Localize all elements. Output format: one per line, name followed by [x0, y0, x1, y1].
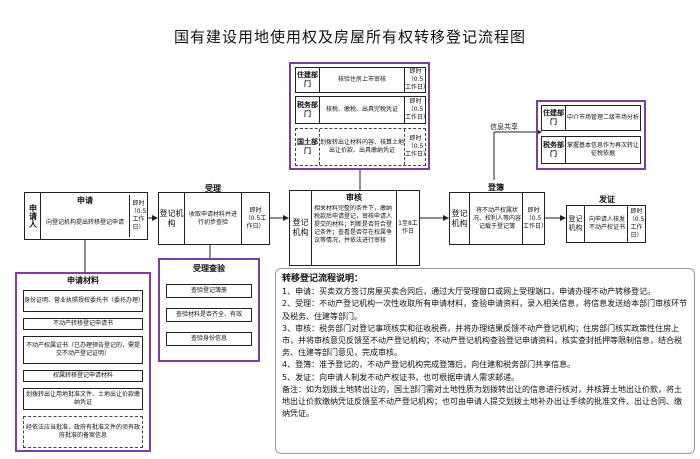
accept-time: 即时（0.5工作日）: [241, 193, 269, 244]
applicant-time: 即时（0.5工作日）: [129, 195, 147, 237]
check-item: 查验登记簿册: [166, 284, 252, 298]
dept-tax-time: 即时（0.5工作日）: [404, 97, 430, 123]
process-notes: 转移登记流程说明： 1、申请：买卖双方签订房屋买卖合同后，通过大厅受理窗口或网上…: [275, 268, 695, 454]
material-item: 不动产转移登记申请书: [23, 318, 143, 330]
share-housing-name: 住建部门: [542, 106, 566, 130]
check-item: 查验身份信息: [166, 332, 252, 346]
departments-panel: 住建部门 核验住房上市审核 即时（0.5工作日） 税务部门 核税、缴税、出具完税…: [289, 62, 430, 170]
notes-line: 3、审核：税务部门对登记事项核实和征收税费，并将办理结果反馈不动产登记机构；住房…: [282, 323, 682, 358]
register-step: 登簿: [488, 183, 504, 192]
check-item: 查验材料是否齐全、有效: [166, 308, 252, 322]
dept-housing: 住建部门 核验住房上市审核 即时（0.5工作日）: [295, 67, 430, 93]
share-housing: 住建部门 中介市场管理二级市场分析: [541, 105, 641, 131]
share-label: 信息共享: [490, 123, 518, 131]
applicant-box: 申请人 申请 向登记机构提出转移登记申请 即时（0.5工作日）: [24, 192, 148, 240]
materials-panel: 申请材料 身份证明、营业执照授权委托书（委托办理） 不动产转移登记申请书 不动产…: [15, 272, 151, 452]
applicant-step: 申请: [77, 196, 93, 205]
notes-line: 4、登簿：准予登记的，不动产登记机构完成登簿后，向住建和税务部门共享信息。: [282, 360, 576, 370]
share-housing-task: 中介市场管理二级市场分析: [566, 114, 639, 121]
check-panel: 受理查验 查验登记簿册 查验材料是否齐全、有效 查验身份信息: [158, 258, 260, 362]
dept-tax-name: 税务部门: [296, 97, 320, 123]
issue-step: 发证: [599, 195, 615, 204]
share-tax-name: 税务部门: [542, 137, 566, 163]
dept-housing-name: 住建部门: [296, 68, 320, 92]
register-org: 登记机构: [450, 193, 470, 244]
accept-org: 登记机构: [159, 193, 185, 244]
material-item: 经依法应当批准，政府有批准文件的须有政府批准的备案信息: [23, 416, 143, 448]
applicant-desc: 向登记机构提出转移登记申请: [45, 219, 124, 226]
check-title: 受理查验: [193, 264, 225, 273]
applicant-label: 申请人: [25, 193, 41, 239]
issue-desc: 向申请人核发不动产权证书: [588, 216, 625, 231]
issue-org: 登记机构: [567, 206, 585, 242]
register-box: 登记机构 登簿 将不动产权属状况、权利人等内容记载于登记簿 即时（0.5工作日）: [449, 183, 547, 245]
review-step: 审核: [346, 193, 362, 202]
dept-tax: 税务部门 核税、缴税、出具完税凭证 即时（0.5工作日）: [295, 96, 430, 124]
notes-line: 备注：如为划拨土地转出让的，国土部门需对土地性质为划拨转出让的信息进行核对，并核…: [282, 384, 682, 419]
accept-box: 登记机构 受理 收取申请材料并进行初步查验 即时（0.5工作日）: [158, 184, 270, 245]
accept-desc: 收取申请材料并进行初步查验: [188, 211, 237, 226]
materials-title: 申请材料: [67, 276, 99, 285]
page-title: 国有建设用地使用权及房屋所有权转移登记流程图: [173, 28, 526, 46]
notes-heading: 转移登记流程说明：: [282, 274, 364, 284]
dept-tax-task: 核税、缴税、出具完税凭证: [325, 106, 398, 113]
register-time: 即时（0.5工作日）: [522, 193, 547, 244]
share-tax: 税务部门 掌握基本信息作为再次转让征税依据: [541, 136, 641, 164]
dept-land-time: 即时（0.5工作日）: [404, 129, 429, 165]
review-time: 1至8工作日: [396, 191, 419, 265]
dept-land: 国土部门 划拨转出让材料内容、核算土地出让价款、出具缴纳凭证 即时（0.5工作日…: [295, 128, 429, 166]
notes-line: 1、申请：买卖双方签订房屋买卖合同后，通过大厅受理窗口或网上受理端口，申请办理不…: [282, 287, 656, 297]
dept-housing-task: 核验住房上市审核: [337, 76, 386, 83]
accept-step: 受理: [205, 184, 221, 193]
share-panel: 住建部门 中介市场管理二级市场分析 税务部门 掌握基本信息作为再次转让征税依据: [536, 100, 646, 170]
share-tax-task: 掌握基本信息作为再次转让征税依据: [566, 142, 639, 157]
issue-box: 登记机构 发证 向申请人核发不动产权证书 即时（0.5工作日）: [566, 195, 646, 243]
dept-housing-time: 即时（0.5工作日）: [404, 68, 430, 92]
material-item: 不动产权属证书（已办理预告登记的，需提交不动产登记证明）: [23, 336, 143, 364]
review-desc: 相关材料完整的条件下，缴纳税款后申请登记，审核申请人提交的材料；判断是否符合登记…: [314, 205, 393, 244]
issue-time: 即时（0.5工作日）: [627, 206, 645, 242]
register-desc: 将不动产权属状况、权利人等内容记载于登记簿: [472, 207, 521, 230]
material-item: 划拨转出让用地批准文件、土地出让价款缴纳凭证: [23, 388, 143, 410]
dept-land-task: 划拨转出让材料内容、核算土地出让价款、出具缴纳凭证: [320, 139, 405, 154]
notes-line: 5、发证：向申请人制发不动产权证书，也可根据申请人需求邮递。: [282, 372, 520, 382]
notes-line: 2、受理：不动产登记机构一次性收取所有申请材料，查验申请资料，录入相关信息，将信…: [282, 299, 688, 321]
review-box: 登记机构 审核 相关材料完整的条件下，缴纳税款后申请登记，审核申请人提交的材料；…: [289, 190, 420, 266]
review-org: 登记机构: [290, 191, 312, 265]
material-item: 身份证明、营业执照授权委托书（委托办理）: [23, 290, 144, 312]
material-item: 权属转移登记申请材料: [23, 370, 143, 382]
dept-land-name: 国土部门: [296, 129, 320, 165]
